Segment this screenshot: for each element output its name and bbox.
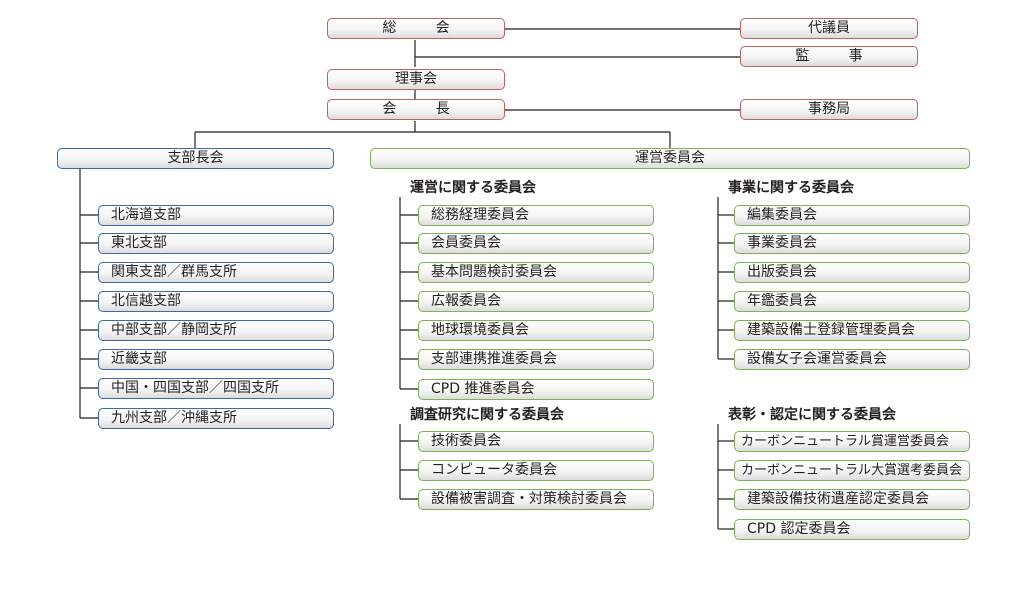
committee-box-technical: 技術委員会 bbox=[418, 431, 654, 452]
committee-box-business: 事業委員会 bbox=[734, 233, 970, 254]
business-heading: 事業に関する委員会 bbox=[728, 180, 854, 196]
committee-box-registration: 建築設備士登録管理委員会 bbox=[734, 320, 970, 341]
branch-box-kyushu: 九州支部／沖縄支所 bbox=[98, 408, 334, 429]
branch-box-tohoku: 東北支部 bbox=[98, 233, 334, 254]
committee-box-basic-issues: 基本問題検討委員会 bbox=[418, 262, 654, 283]
committee-box-carbon-neutral-grand-prize: カーボンニュートラル大賞選考委員会 bbox=[734, 460, 970, 481]
committee-box-editorial: 編集委員会 bbox=[734, 205, 970, 226]
committee-box-computer: コンピュータ委員会 bbox=[418, 460, 654, 481]
committee-box-women-engineers: 設備女子会運営委員会 bbox=[734, 349, 970, 370]
committee-box-technical-heritage: 建築設備技術遺産認定委員会 bbox=[734, 489, 970, 510]
steering-committee-box: 運営委員会 bbox=[370, 148, 970, 169]
board-box: 理事会 bbox=[327, 69, 505, 90]
committee-box-global-environment: 地球環境委員会 bbox=[418, 320, 654, 341]
branch-box-hokushinetsu: 北信越支部 bbox=[98, 291, 334, 312]
committee-box-branch-cooperation: 支部連携推進委員会 bbox=[418, 349, 654, 370]
branch-council-box: 支部長会 bbox=[57, 148, 334, 169]
committee-box-carbon-neutral-award: カーボンニュートラル賞運営委員会 bbox=[734, 431, 970, 452]
branch-box-chubu: 中部支部／静岡支所 bbox=[98, 320, 334, 341]
committee-box-cpd-promotion: CPD 推進委員会 bbox=[418, 379, 654, 400]
president-box: 会 長 bbox=[327, 99, 505, 120]
branch-box-hokkaido: 北海道支部 bbox=[98, 205, 334, 226]
committee-box-yearbook: 年鑑委員会 bbox=[734, 291, 970, 312]
committee-box-membership: 会員委員会 bbox=[418, 233, 654, 254]
delegates-box: 代議員 bbox=[740, 18, 918, 39]
committee-box-publishing: 出版委員会 bbox=[734, 262, 970, 283]
committee-box-damage-survey: 設備被害調査・対策検討委員会 bbox=[418, 489, 654, 510]
general-meeting-box: 総 会 bbox=[327, 18, 505, 39]
research-heading: 調査研究に関する委員会 bbox=[410, 407, 564, 423]
branch-box-kanto: 関東支部／群馬支所 bbox=[98, 262, 334, 283]
branch-box-kinki: 近畿支部 bbox=[98, 349, 334, 370]
auditors-box: 監 事 bbox=[740, 46, 918, 67]
committee-box-public-relations: 広報委員会 bbox=[418, 291, 654, 312]
committee-box-general-affairs: 総務経理委員会 bbox=[418, 205, 654, 226]
branch-box-chugoku-shikoku: 中国・四国支部／四国支所 bbox=[98, 378, 334, 399]
awards-heading: 表彰・認定に関する委員会 bbox=[728, 407, 896, 423]
secretariat-box: 事務局 bbox=[740, 99, 918, 120]
committee-box-cpd-certification: CPD 認定委員会 bbox=[734, 519, 970, 540]
operations-heading: 運営に関する委員会 bbox=[410, 180, 536, 196]
